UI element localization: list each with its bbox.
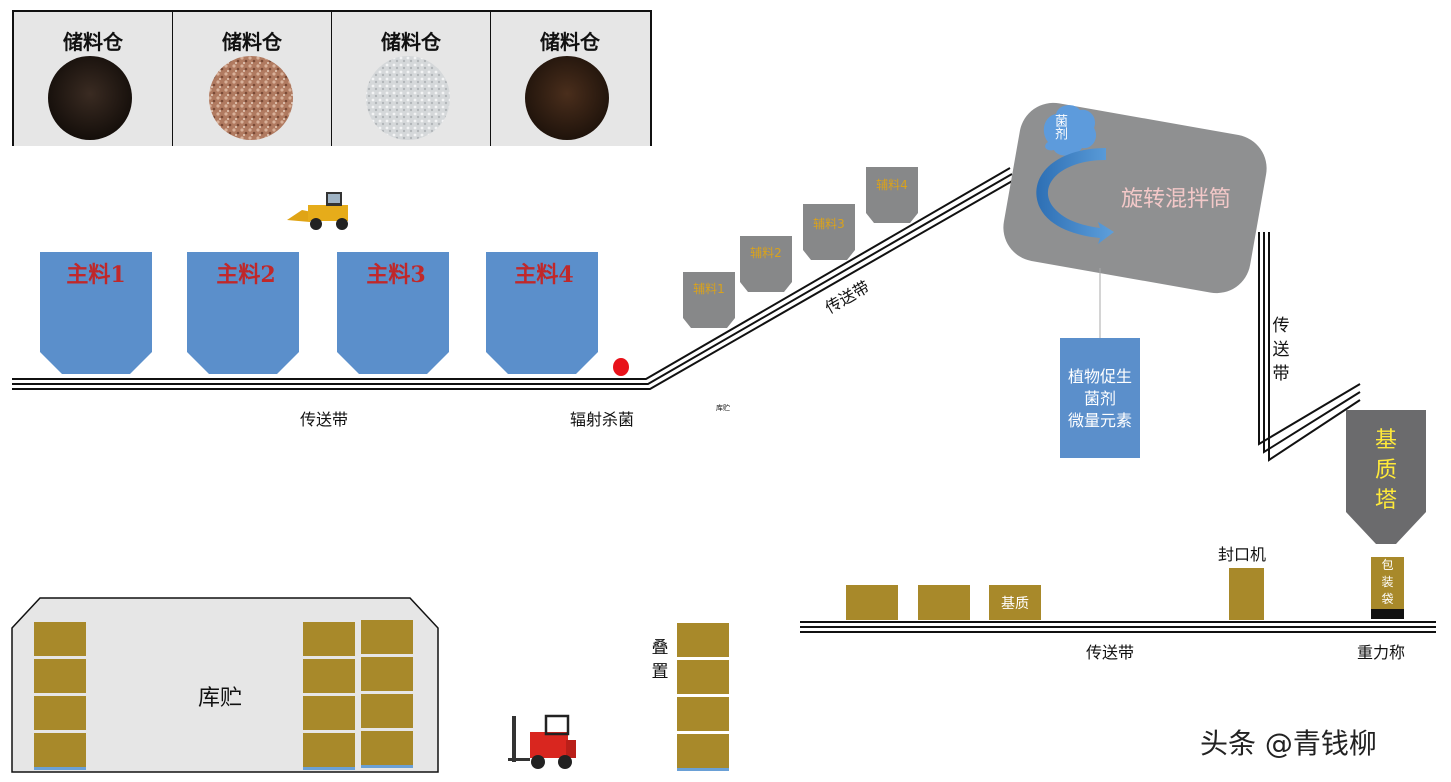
- main-bin-label-4: 主料4: [514, 262, 573, 288]
- storage-bin-label-1: 储料仓: [63, 30, 123, 54]
- bacteria-cloud-icon: [1043, 105, 1097, 156]
- wheel-loader-icon: [287, 192, 348, 230]
- additive-line-2: 菌剂: [1083, 389, 1116, 408]
- bag-label: 包 装 袋: [1371, 557, 1404, 608]
- storage-bin-label-3: 储料仓: [381, 30, 441, 54]
- main-bin-label-1: 主料1: [66, 262, 125, 288]
- incline-belt-label: 传送带: [822, 277, 873, 317]
- warehouse-stack-middle: [303, 622, 355, 767]
- packaging-bag: [1371, 557, 1404, 610]
- main-bin-3: [337, 252, 449, 374]
- warehouse-label: 库贮: [198, 686, 243, 711]
- sealer-label: 封口机: [1218, 545, 1267, 564]
- vertical-conveyor-belt: [1258, 232, 1361, 462]
- tower-char-3: 塔: [1374, 488, 1397, 513]
- main-bin-4: [486, 252, 598, 374]
- bag-char-3: 袋: [1381, 592, 1394, 606]
- additive-label: 植物促生 菌剂 微量元素: [1060, 366, 1140, 432]
- warehouse-stack-left: [34, 622, 86, 767]
- additive-line-1: 植物促生: [1067, 367, 1132, 386]
- storage-divider: [490, 12, 491, 146]
- bottom-belt-label: 传送带: [1086, 643, 1135, 662]
- bag-char-1: 包: [1381, 558, 1394, 572]
- bottom-conveyor-belt: [800, 621, 1436, 633]
- vertical-belt-char-3: 带: [1272, 364, 1290, 384]
- white-perlite-icon: [366, 56, 450, 140]
- aux-bin-2: [740, 236, 792, 292]
- vertical-belt-char-1: 传: [1272, 316, 1290, 336]
- gravity-scale-plate: [1371, 609, 1404, 619]
- aux-bin-3: [803, 204, 855, 260]
- watermark: 头条 @青钱柳: [1200, 727, 1377, 760]
- pallet: [361, 765, 413, 768]
- bacteria-label-text: 菌剂: [1052, 114, 1067, 140]
- product-box-labeled: [989, 585, 1041, 620]
- tower-label: 基 质 塔: [1346, 426, 1426, 516]
- stack-char-1: 叠: [651, 638, 669, 658]
- tower-char-2: 质: [1374, 458, 1397, 483]
- scale-label: 重力称: [1357, 643, 1406, 662]
- storage-divider: [172, 12, 173, 146]
- stacking-column: [677, 623, 729, 768]
- bag-char-2: 装: [1381, 575, 1394, 589]
- small-storage-note: 库贮: [716, 404, 730, 412]
- main-belt-label: 传送带: [300, 410, 349, 429]
- additive-line-3: 微量元素: [1067, 411, 1132, 430]
- storage-bin-label-2: 储料仓: [222, 30, 282, 54]
- additive-box: [1060, 338, 1140, 458]
- aux-bin-label-4: 辅料4: [876, 178, 908, 192]
- sterilize-label: 辐射杀菌: [570, 410, 635, 429]
- vertical-belt-label: 传 送 带: [1269, 314, 1293, 386]
- product-box: [918, 585, 970, 620]
- aux-bin-label-3: 辅料3: [813, 217, 845, 231]
- sterilize-point-icon: [613, 358, 629, 376]
- vertical-belt-char-2: 送: [1272, 340, 1290, 360]
- warehouse-stack-right: [361, 620, 413, 765]
- brown-peat-icon: [525, 56, 609, 140]
- aux-bin-label-1: 辅料1: [693, 282, 725, 296]
- aux-bin-4: [866, 167, 918, 223]
- product-box: [846, 585, 898, 620]
- stack-label: 叠 置: [648, 636, 672, 684]
- forklift-icon: [508, 714, 576, 769]
- red-gravel-icon: [209, 56, 293, 140]
- storage-bin-label-4: 储料仓: [540, 30, 600, 54]
- main-conveyor-belt: [12, 167, 1015, 390]
- tower-char-1: 基: [1374, 428, 1397, 453]
- drum-label: 旋转混拌筒: [1121, 187, 1231, 212]
- pallet: [677, 768, 729, 771]
- storage-divider: [331, 12, 332, 146]
- pallet: [34, 767, 86, 770]
- black-soil-icon: [48, 56, 132, 140]
- bacteria-label: 菌剂: [1049, 114, 1069, 140]
- main-bin-1: [40, 252, 152, 374]
- main-bin-label-3: 主料3: [366, 262, 425, 288]
- substrate-box-label: 基质: [1001, 596, 1029, 612]
- rotation-arrow-icon: [1036, 148, 1114, 244]
- sealing-machine: [1229, 568, 1264, 620]
- substrate-tower: [1346, 410, 1426, 544]
- aux-bin-1: [683, 272, 735, 328]
- stack-char-2: 置: [651, 662, 669, 682]
- pallet: [303, 767, 355, 770]
- aux-bin-label-2: 辅料2: [750, 246, 782, 260]
- main-bin-2: [187, 252, 299, 374]
- main-bin-label-2: 主料2: [216, 262, 275, 288]
